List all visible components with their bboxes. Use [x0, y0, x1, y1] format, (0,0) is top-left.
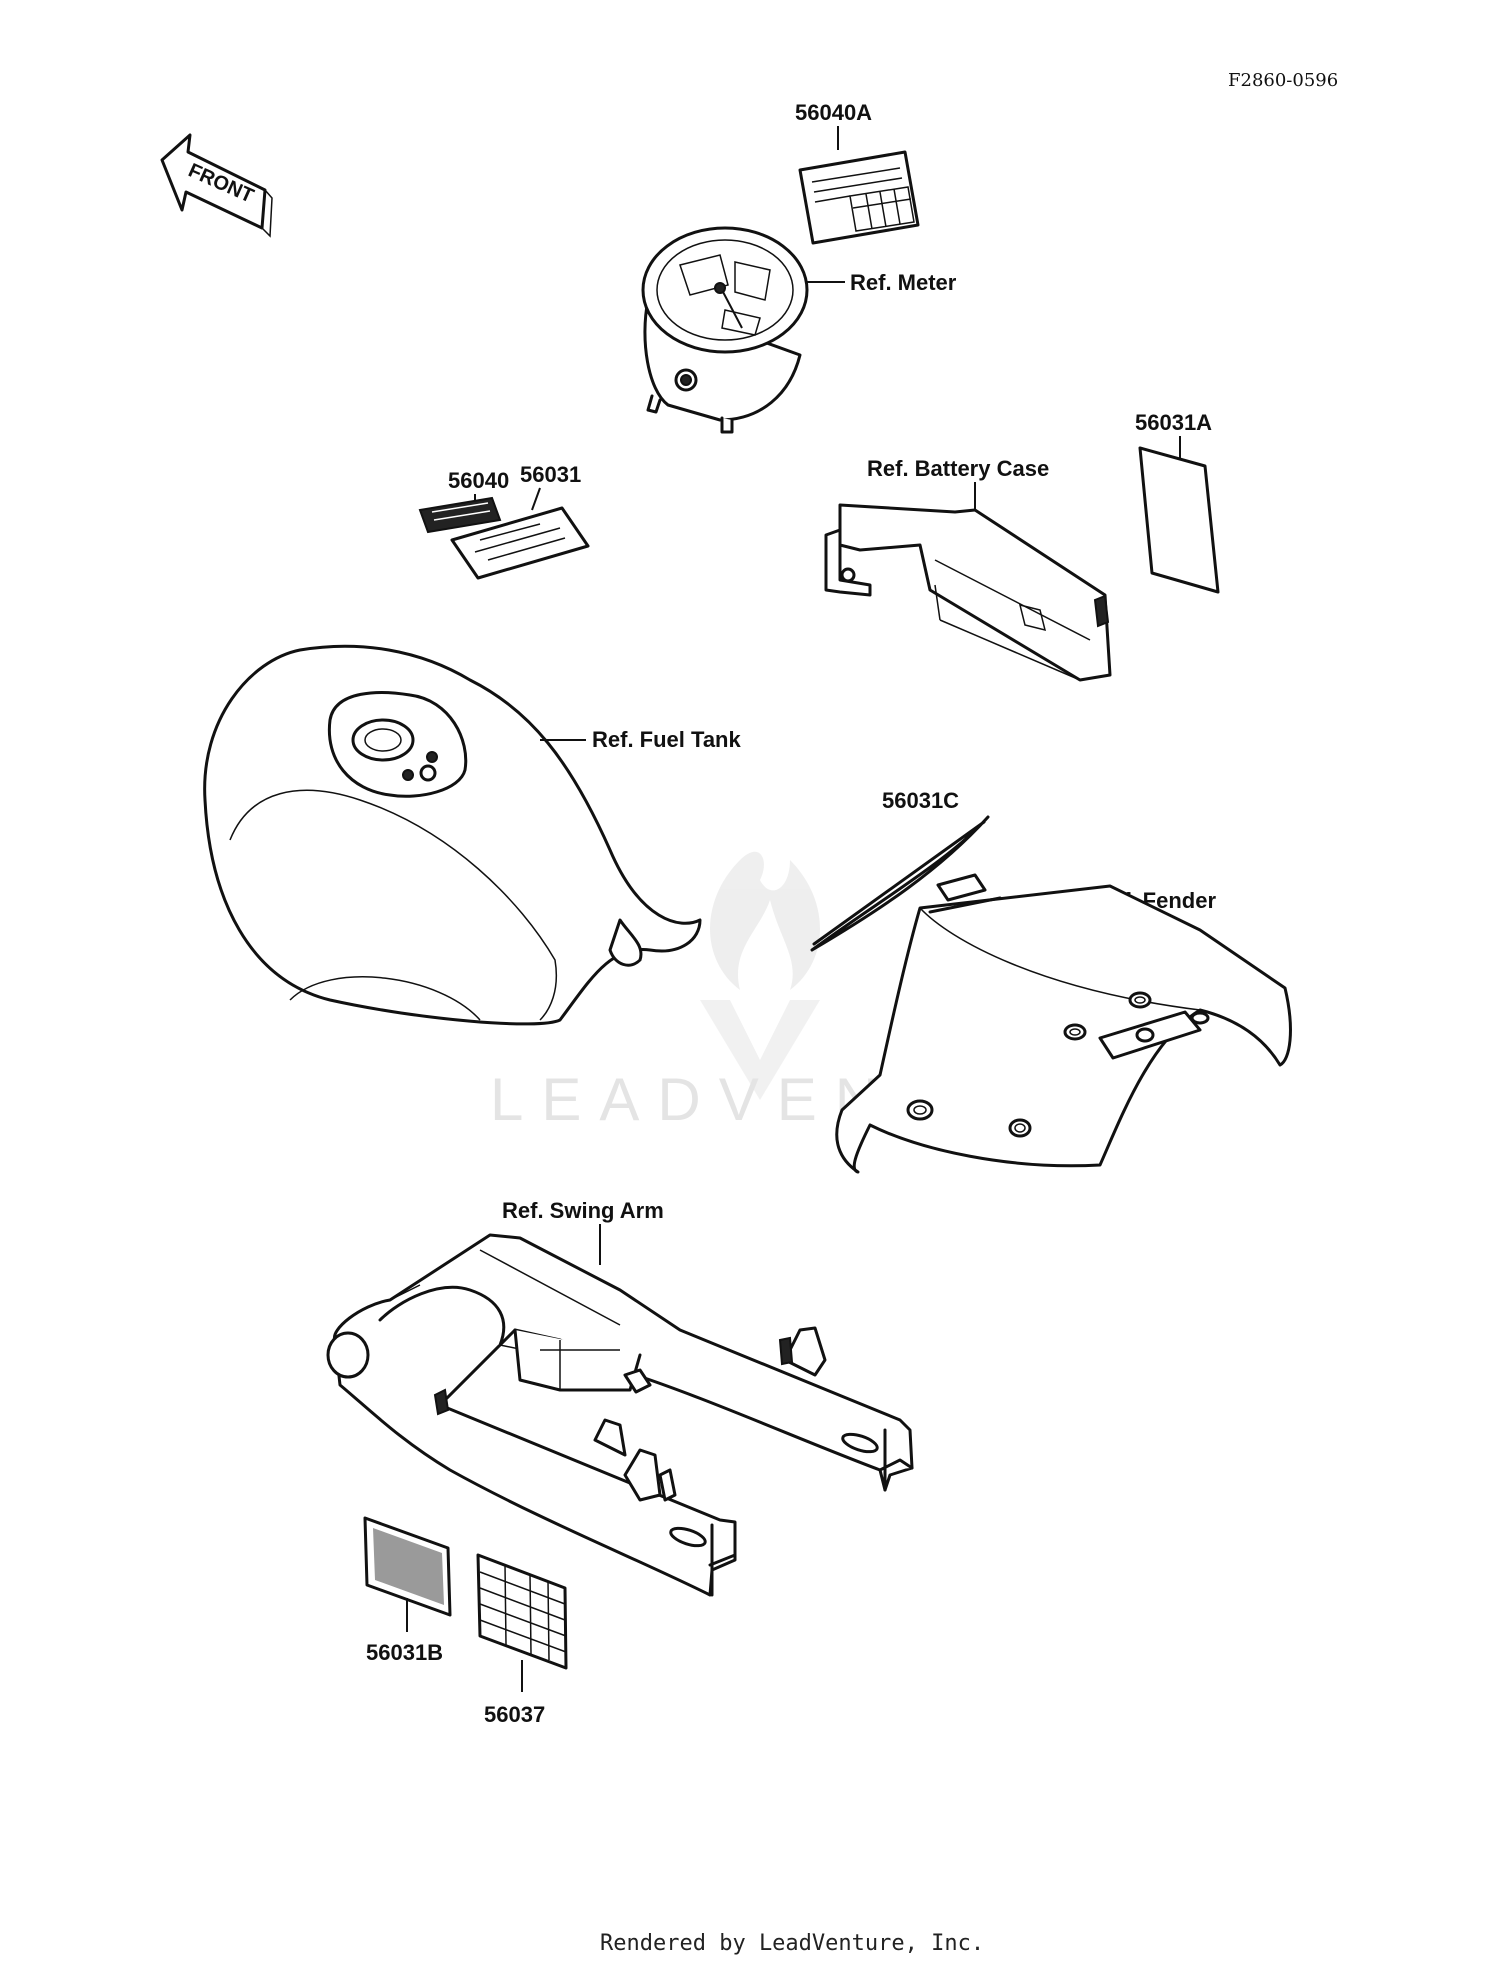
label-56031: 56031: [520, 462, 581, 487]
battery-case-part: [824, 503, 1112, 682]
label-56040a: 56040A: [795, 100, 872, 125]
leader-56031: [531, 487, 541, 511]
fuel-tank-part: [203, 644, 702, 1026]
label-56031b: 56031B: [366, 1640, 443, 1665]
sticker-56031: [450, 506, 590, 580]
fender-part: [835, 873, 1292, 1174]
label-56031c: 56031C: [882, 788, 959, 813]
label-ref-swing-arm: Ref. Swing Arm: [502, 1198, 664, 1223]
label-ref-fuel-tank: Ref. Fuel Tank: [592, 727, 741, 752]
swing-arm-part: [326, 1233, 914, 1597]
sticker-56040: [418, 496, 502, 534]
label-ref-meter: Ref. Meter: [850, 270, 957, 295]
label-ref-battery-case: Ref. Battery Case: [867, 456, 1049, 481]
label-56037: 56037: [484, 1702, 545, 1727]
footer-credit: Rendered by LeadVenture, Inc.: [600, 1931, 984, 1956]
watermark-logo-icon: [700, 851, 820, 1100]
sticker-56037: [476, 1553, 568, 1670]
label-56040: 56040: [448, 468, 509, 493]
front-arrow-icon: FRONT: [160, 133, 273, 238]
sticker-56031b: [363, 1516, 452, 1617]
meter-part: [641, 226, 809, 434]
sticker-56040a: [798, 150, 920, 245]
sticker-56031a: [1138, 446, 1220, 594]
diagram-code: F2860-0596: [1228, 70, 1338, 91]
label-56031a: 56031A: [1135, 410, 1212, 435]
